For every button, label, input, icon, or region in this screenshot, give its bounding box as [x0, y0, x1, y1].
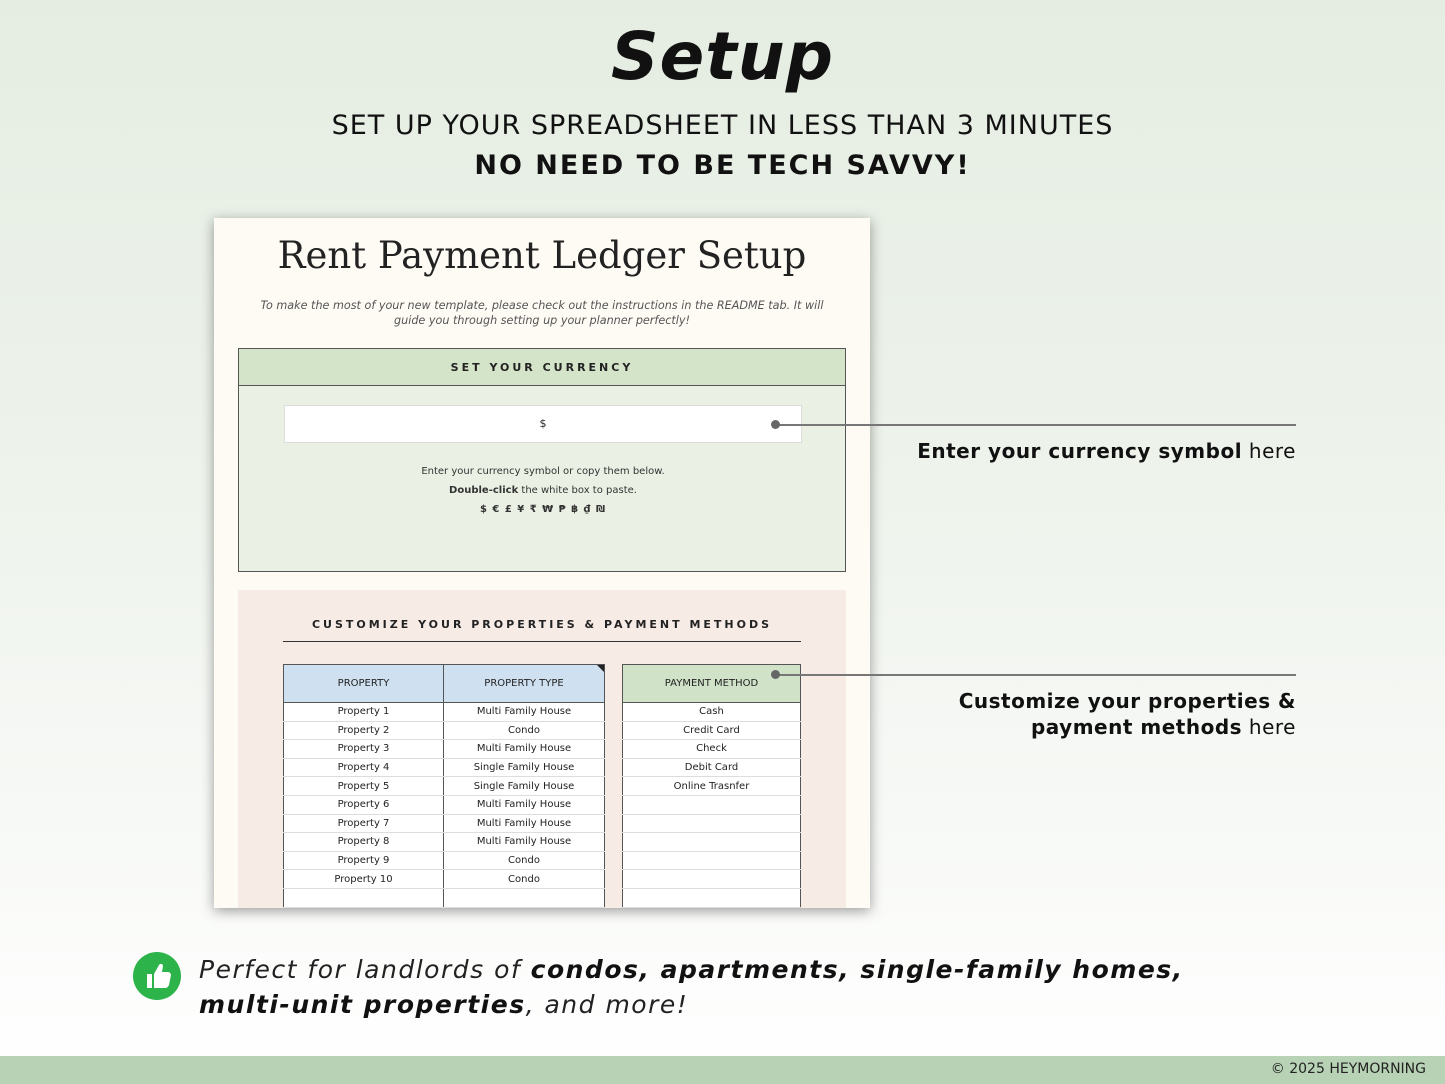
properties-section-title: CUSTOMIZE YOUR PROPERTIES & PAYMENT METH… — [283, 618, 801, 642]
property-name-cell[interactable]: Property 6 — [283, 795, 444, 815]
table-row — [622, 832, 801, 852]
property-name-cell[interactable]: Property 9 — [283, 851, 444, 871]
properties-annotation-line2: payment methods here — [959, 714, 1296, 740]
table-row — [622, 851, 801, 871]
footer-copyright: © 2025 HEYMORNING — [1270, 1061, 1426, 1077]
payment-method-cell[interactable] — [622, 851, 801, 871]
page-subtitle: SET UP YOUR SPREADSHEET IN LESS THAN 3 M… — [331, 110, 1114, 141]
column-header-property-type: PROPERTY TYPE — [443, 664, 605, 703]
payment-method-cell[interactable]: Cash — [622, 702, 801, 722]
currency-annotation-bold: Enter your currency symbol — [917, 439, 1243, 463]
properties-callout-line — [775, 674, 1296, 676]
currency-annotation: Enter your currency symbol here — [917, 438, 1296, 464]
properties-annotation-rest: here — [1242, 715, 1296, 739]
payment-method-cell[interactable]: Check — [622, 739, 801, 759]
table-row — [622, 814, 801, 834]
bottom-note-tail: , and more! — [525, 990, 689, 1019]
property-type-cell[interactable]: Multi Family House — [443, 702, 605, 722]
spreadsheet-preview: Rent Payment Ledger Setup To make the mo… — [214, 218, 870, 908]
thumbs-up-icon — [133, 952, 181, 1000]
payment-method-cell[interactable] — [622, 832, 801, 852]
bottom-note-lead: Perfect for landlords of — [199, 955, 531, 984]
currency-help-line1: Enter your currency symbol or copy them … — [421, 466, 665, 477]
properties-callout-dot — [771, 670, 780, 679]
currency-symbols: $ € £ ¥ ₹ ₩ ₱ ฿ ₫ ₪ — [479, 504, 607, 515]
property-type-cell[interactable]: Multi Family House — [443, 795, 605, 815]
property-name-cell[interactable]: Property 5 — [283, 776, 444, 796]
property-type-cell[interactable]: Multi Family House — [443, 832, 605, 852]
property-type-cell[interactable]: Multi Family House — [443, 814, 605, 834]
table-row: Online Trasnfer — [622, 776, 801, 796]
properties-annotation: Customize your properties & payment meth… — [959, 688, 1296, 740]
sheet-intro: To make the most of your new template, p… — [260, 299, 824, 327]
property-name-cell[interactable]: Property 7 — [283, 814, 444, 834]
property-type-cell[interactable]: Multi Family House — [443, 739, 605, 759]
payment-method-cell[interactable]: Debit Card — [622, 758, 801, 778]
payment-method-cell[interactable]: Credit Card — [622, 721, 801, 741]
table-row: Check — [622, 739, 801, 759]
table-row — [622, 869, 801, 889]
page-tagline: NO NEED TO BE TECH SAVVY! — [474, 150, 971, 181]
page-title: Setup — [610, 18, 835, 95]
currency-callout-dot — [771, 420, 780, 429]
column-header-property: PROPERTY — [283, 664, 444, 703]
property-name-cell[interactable]: Property 2 — [283, 721, 444, 741]
currency-annotation-rest: here — [1242, 439, 1296, 463]
property-type-cell[interactable]: Condo — [443, 851, 605, 871]
table-row — [622, 888, 801, 908]
properties-annotation-line1: Customize your properties & — [959, 688, 1296, 714]
property-type-cell[interactable] — [443, 888, 605, 908]
property-name-cell[interactable]: Property 4 — [283, 758, 444, 778]
currency-callout-line — [775, 424, 1296, 426]
properties-panel: CUSTOMIZE YOUR PROPERTIES & PAYMENT METH… — [238, 590, 846, 908]
property-type-cell[interactable]: Single Family House — [443, 758, 605, 778]
payment-method-cell[interactable] — [622, 869, 801, 889]
table-row: Debit Card — [622, 758, 801, 778]
payment-method-cell[interactable] — [622, 814, 801, 834]
property-name-cell[interactable]: Property 10 — [283, 869, 444, 889]
currency-panel: SET YOUR CURRENCY $ Enter your currency … — [238, 348, 846, 572]
property-name-cell[interactable]: Property 3 — [283, 739, 444, 759]
table-row — [283, 888, 605, 908]
property-name-cell[interactable]: Property 8 — [283, 832, 444, 852]
sheet-title: Rent Payment Ledger Setup — [277, 234, 807, 277]
payment-method-cell[interactable] — [622, 888, 801, 908]
properties-annotation-bold1: Customize your properties & — [958, 689, 1296, 713]
bottom-note: Perfect for landlords of condos, apartme… — [199, 952, 1259, 1022]
currency-header: SET YOUR CURRENCY — [239, 349, 845, 386]
table-row: Credit Card — [622, 721, 801, 741]
table-row — [622, 795, 801, 815]
property-type-cell[interactable]: Condo — [443, 721, 605, 741]
property-type-cell[interactable]: Single Family House — [443, 776, 605, 796]
currency-help-line2: Double-click the white box to paste. — [239, 481, 847, 500]
properties-annotation-bold2: payment methods — [1030, 715, 1243, 739]
currency-help-line2-rest: the white box to paste. — [518, 485, 637, 496]
footer-bar: © 2025 HEYMORNING — [0, 1056, 1445, 1084]
property-type-cell[interactable]: Condo — [443, 869, 605, 889]
bottom-note-bold: condos, apartments, single-family homes,… — [199, 955, 1184, 1019]
currency-help: Enter your currency symbol or copy them … — [239, 462, 847, 519]
property-name-cell[interactable] — [283, 888, 444, 908]
payment-method-cell[interactable] — [622, 795, 801, 815]
double-click-label: Double-click — [449, 485, 519, 496]
currency-input[interactable]: $ — [284, 405, 802, 443]
table-row: Cash — [622, 702, 801, 722]
property-name-cell[interactable]: Property 1 — [283, 702, 444, 722]
payment-method-cell[interactable]: Online Trasnfer — [622, 776, 801, 796]
